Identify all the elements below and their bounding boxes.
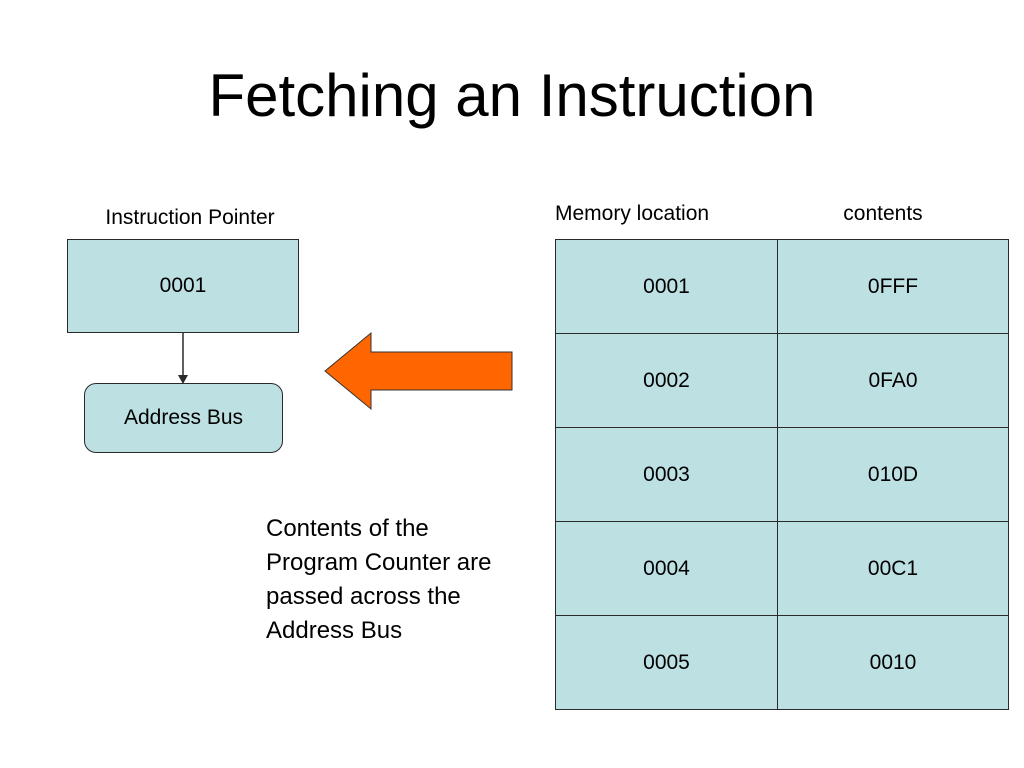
instruction-pointer-label: Instruction Pointer [105,206,275,229]
memory-location-header: Memory location [555,202,710,225]
memory-contents-cell: 0FA0 [777,333,1009,428]
memory-location-cell: 0001 [555,239,778,334]
instruction-pointer-value: 0001 [159,274,207,297]
memory-row: 0005 0010 [555,615,1009,710]
memory-row: 0001 0FFF [555,239,1009,334]
transfer-arrow-icon [324,331,513,411]
memory-location-cell: 0003 [555,427,778,522]
address-bus-box: Address Bus [84,383,283,453]
memory-contents-cell: 0010 [777,615,1009,710]
explanation-note: Contents of the Program Counter are pass… [266,515,492,644]
memory-location-cell: 0002 [555,333,778,428]
ip-to-bus-arrow-head [178,375,188,384]
memory-row: 0003 010D [555,427,1009,522]
instruction-pointer-box: 0001 [67,239,299,333]
memory-row: 0002 0FA0 [555,333,1009,428]
memory-location-cell: 0005 [555,615,778,710]
memory-contents-cell: 00C1 [777,521,1009,616]
memory-row: 0004 00C1 [555,521,1009,616]
slide-title: Fetching an Instruction [208,62,816,129]
address-bus-label: Address Bus [123,406,244,429]
memory-contents-cell: 0FFF [777,239,1009,334]
memory-location-cell: 0004 [555,521,778,616]
memory-table: 0001 0FFF 0002 0FA0 0003 010D 0004 00C1 … [555,239,1009,710]
contents-header: contents [843,202,923,225]
memory-contents-cell: 010D [777,427,1009,522]
